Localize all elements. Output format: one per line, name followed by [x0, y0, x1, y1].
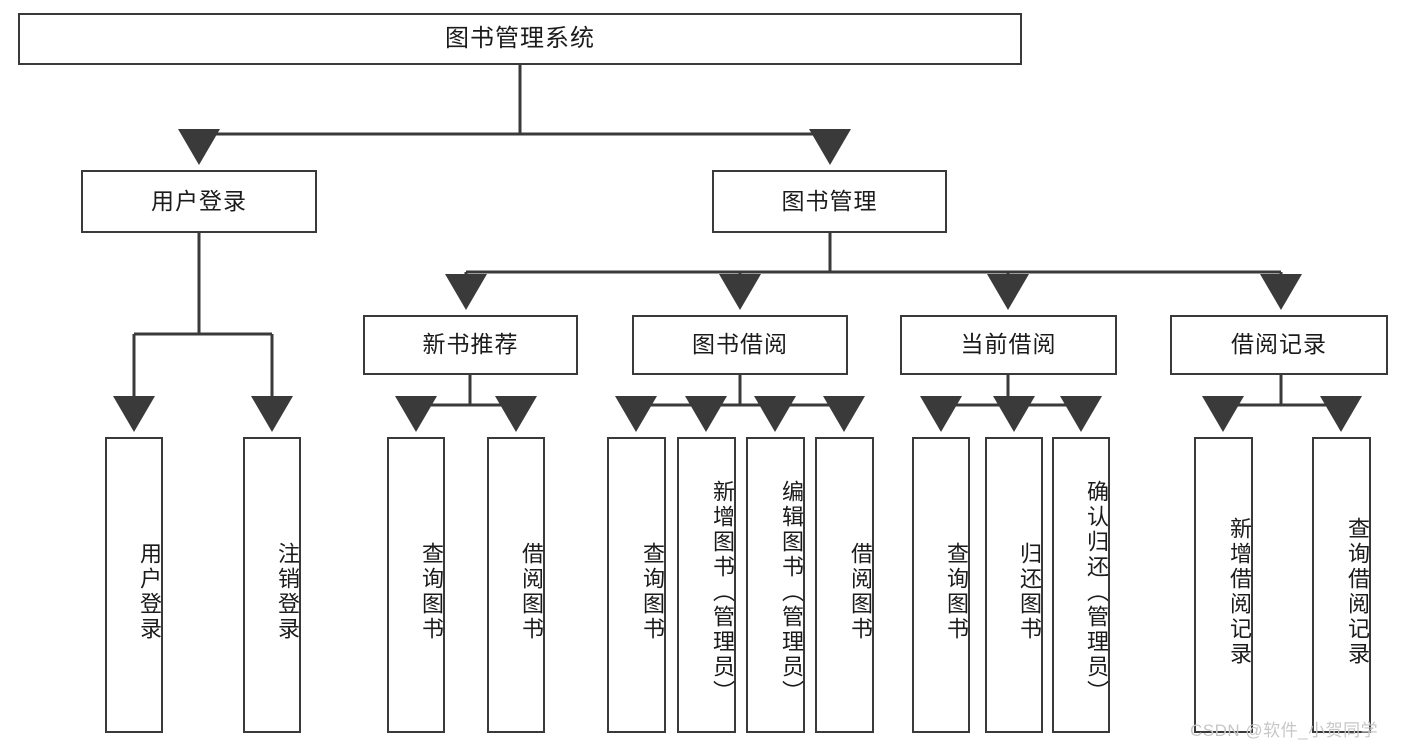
node-leaf-label: 用户登录 [137, 542, 162, 642]
node-leaf-user-login[interactable]: 用户登录 [105, 437, 163, 733]
node-new-book-recommend[interactable]: 新书推荐 [363, 315, 578, 375]
node-leaf-borrow-book-2[interactable]: 借阅图书 [815, 437, 874, 733]
node-current-borrow[interactable]: 当前借阅 [900, 315, 1117, 375]
node-leaf-borrow-book-1[interactable]: 借阅图书 [487, 437, 545, 733]
node-leaf-query-book-3[interactable]: 查询图书 [912, 437, 970, 733]
node-leaf-label: 新增图书（管理员） [710, 479, 735, 705]
node-leaf-label: 查询图书 [419, 542, 444, 642]
node-leaf-query-borrow-record[interactable]: 查询借阅记录 [1312, 437, 1371, 733]
node-leaf-label: 查询图书 [640, 542, 665, 642]
node-leaf-label: 查询借阅记录 [1345, 517, 1370, 667]
node-borrow-record[interactable]: 借阅记录 [1170, 315, 1388, 375]
node-leaf-label: 注销登录 [275, 542, 300, 642]
node-leaf-query-book-2[interactable]: 查询图书 [607, 437, 666, 733]
node-leaf-label: 新增借阅记录 [1227, 517, 1252, 667]
node-book-borrow[interactable]: 图书借阅 [632, 315, 848, 375]
node-new-book-recommend-label: 新书推荐 [422, 331, 519, 358]
node-root-label: 图书管理系统 [445, 24, 595, 52]
node-leaf-query-book-1[interactable]: 查询图书 [387, 437, 445, 733]
node-leaf-label: 确认归还（管理员） [1084, 479, 1109, 705]
node-book-management-label: 图书管理 [781, 187, 878, 214]
node-leaf-label: 借阅图书 [848, 542, 873, 642]
node-book-management[interactable]: 图书管理 [712, 170, 947, 233]
node-leaf-return-book[interactable]: 归还图书 [985, 437, 1043, 733]
node-book-borrow-label: 图书借阅 [692, 331, 788, 358]
node-borrow-record-label: 借阅记录 [1231, 331, 1327, 358]
node-current-borrow-label: 当前借阅 [960, 331, 1057, 358]
node-root-system[interactable]: 图书管理系统 [18, 13, 1022, 65]
node-leaf-label: 编辑图书（管理员） [779, 479, 804, 705]
node-leaf-edit-book[interactable]: 编辑图书（管理员） [746, 437, 805, 733]
node-leaf-label: 归还图书 [1017, 542, 1042, 642]
node-leaf-label: 借阅图书 [519, 542, 544, 642]
node-leaf-confirm-return[interactable]: 确认归还（管理员） [1052, 437, 1110, 733]
node-leaf-add-book[interactable]: 新增图书（管理员） [677, 437, 736, 733]
node-user-login-label: 用户登录 [151, 187, 247, 214]
node-leaf-label: 查询图书 [944, 542, 969, 642]
node-leaf-add-borrow-record[interactable]: 新增借阅记录 [1194, 437, 1253, 733]
node-user-login[interactable]: 用户登录 [81, 170, 317, 233]
node-leaf-logout[interactable]: 注销登录 [243, 437, 301, 733]
csdn-watermark: CSDN @软件_小贺同学 [1190, 721, 1379, 740]
